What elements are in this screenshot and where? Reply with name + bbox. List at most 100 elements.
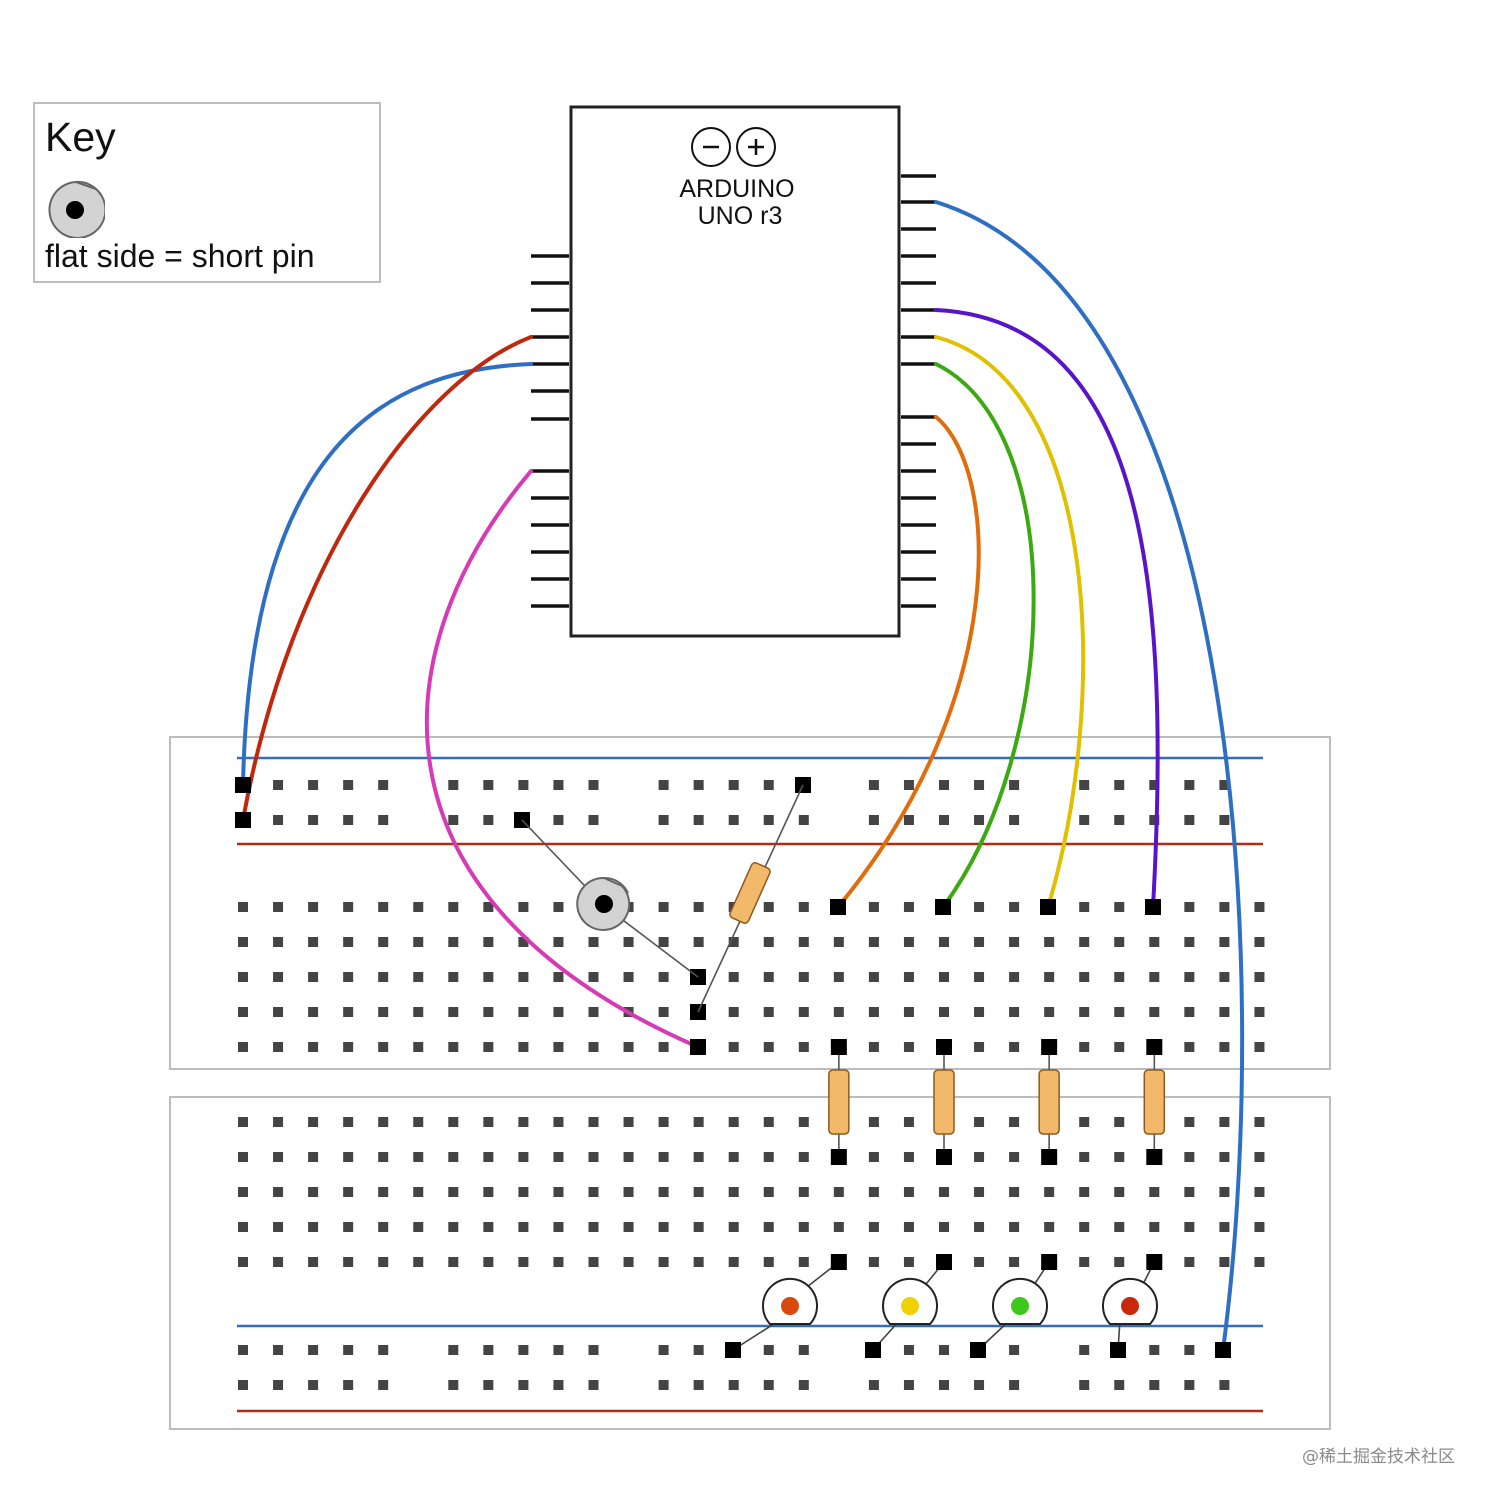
breadboard-hole	[588, 1380, 599, 1390]
wire-d7	[836, 415, 981, 909]
plus-symbol-icon	[736, 127, 776, 167]
breadboard-hole	[939, 1380, 949, 1390]
connection-point	[970, 1342, 986, 1358]
breadboard-hole	[728, 1152, 739, 1162]
breadboard-hole	[273, 1007, 284, 1017]
breadboard-hole	[308, 1345, 319, 1355]
breadboard-hole	[903, 1007, 914, 1017]
breadboard-hole	[1219, 1117, 1230, 1127]
breadboard-hole	[763, 1257, 774, 1267]
connection-point	[235, 812, 251, 828]
breadboard-hole	[1184, 1187, 1195, 1197]
breadboard-hole	[798, 1042, 809, 1052]
connection-point	[830, 1039, 847, 1055]
breadboard-hole	[1114, 1117, 1125, 1127]
breadboard-hole	[273, 972, 284, 982]
breadboard-hole	[413, 1222, 424, 1232]
breadboard-hole	[903, 937, 914, 947]
breadboard-hole	[623, 972, 634, 982]
breadboard-hole	[518, 1222, 529, 1232]
breadboard-hole	[378, 1257, 389, 1267]
breadboard-hole	[1254, 1117, 1265, 1127]
breadboard-hole	[658, 1222, 669, 1232]
breadboard-hole	[833, 972, 844, 982]
connection-point	[690, 1039, 706, 1055]
breadboard-hole	[693, 937, 704, 947]
breadboard-hole	[974, 1187, 985, 1197]
breadboard-hole	[273, 1380, 284, 1390]
resistor-220	[933, 1047, 955, 1157]
breadboard-hole	[378, 937, 389, 947]
breadboard-hole	[1254, 902, 1265, 912]
breadboard-hole	[588, 815, 599, 825]
breadboard-hole	[1149, 972, 1160, 982]
connection-point	[935, 899, 951, 915]
breadboard-hole	[974, 902, 985, 912]
breadboard-hole	[1114, 1380, 1125, 1390]
breadboard-hole	[378, 902, 389, 912]
connection-point	[1146, 1149, 1163, 1165]
breadboard-hole	[308, 1117, 319, 1127]
breadboard-hole	[903, 1042, 914, 1052]
breadboard-hole	[308, 972, 319, 982]
breadboard-hole	[1114, 937, 1125, 947]
breadboard-hole	[798, 815, 809, 825]
wire-d10	[934, 308, 1160, 909]
breadboard-hole	[238, 1187, 248, 1197]
breadboard-hole	[518, 1187, 529, 1197]
connection-point	[1041, 1254, 1058, 1270]
breadboard-hole	[448, 902, 459, 912]
breadboard-hole	[798, 902, 809, 912]
breadboard-hole	[1114, 972, 1125, 982]
breadboard-hole	[728, 815, 739, 825]
breadboard-hole	[413, 1042, 424, 1052]
breadboard-hole	[1079, 1187, 1090, 1197]
breadboard-hole	[273, 937, 284, 947]
breadboard-hole	[238, 902, 248, 912]
breadboard-hole	[518, 1007, 529, 1017]
jumper-wires	[235, 200, 1245, 1358]
connection-point	[830, 899, 846, 915]
breadboard-hole	[448, 1152, 459, 1162]
breadboard-hole	[308, 815, 319, 825]
breadboard-hole	[448, 815, 459, 825]
breadboard-hole	[1114, 1152, 1125, 1162]
breadboard-hole	[1044, 937, 1055, 947]
breadboard-hole	[1149, 780, 1160, 790]
breadboard-hole	[1254, 1007, 1265, 1017]
breadboard-hole	[763, 1152, 774, 1162]
breadboard-hole	[623, 1042, 634, 1052]
breadboard-hole	[518, 1152, 529, 1162]
breadboard-hole	[658, 1257, 669, 1267]
breadboard-hole	[939, 1007, 949, 1017]
breadboard-hole	[1079, 937, 1090, 947]
breadboard-hole	[343, 902, 354, 912]
breadboard-hole	[483, 1117, 494, 1127]
led	[872, 1261, 945, 1351]
breadboard-hole	[903, 1187, 914, 1197]
breadboard-hole	[553, 972, 564, 982]
breadboard-hole	[553, 937, 564, 947]
breadboard-hole	[483, 1257, 494, 1267]
breadboard-hole	[763, 1380, 774, 1390]
connection-point	[1146, 1254, 1163, 1270]
breadboard-hole	[1009, 972, 1020, 982]
breadboard-hole	[763, 815, 774, 825]
breadboard-hole	[903, 1222, 914, 1232]
connection-point	[830, 1149, 847, 1165]
breadboard-hole	[868, 902, 879, 912]
breadboard-hole	[728, 1117, 739, 1127]
breadboard-hole	[343, 1257, 354, 1267]
breadboard-hole	[728, 780, 739, 790]
breadboard-hole	[1219, 1257, 1230, 1267]
resistor-220	[1038, 1047, 1060, 1157]
breadboard-hole	[238, 1007, 248, 1017]
breadboard-hole	[868, 972, 879, 982]
breadboard-hole	[833, 1007, 844, 1017]
breadboard-hole	[868, 1117, 879, 1127]
breadboard-hole	[1219, 1222, 1230, 1232]
breadboard-hole	[798, 1345, 809, 1355]
breadboard-hole	[1009, 1042, 1020, 1052]
breadboard-hole	[1079, 815, 1090, 825]
